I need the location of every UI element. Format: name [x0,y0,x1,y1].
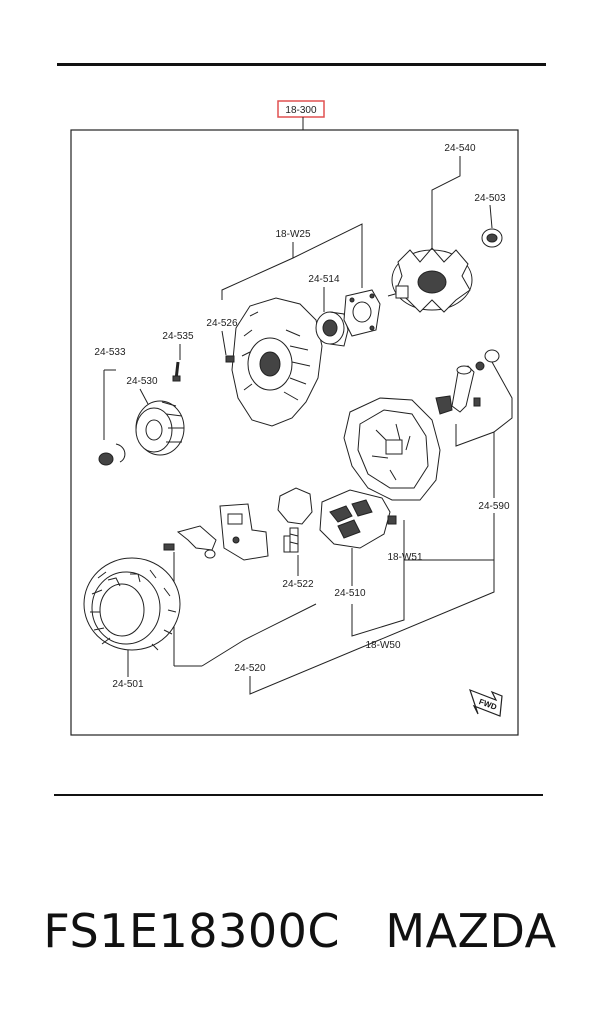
callout-18-W51[interactable]: 18-W51 [387,552,422,563]
callout-18-W25[interactable]: 18-W25 [275,229,310,240]
rectifier-24-510 [319,489,397,549]
callout-24-590[interactable]: 24-590 [478,501,510,512]
front-housing [231,297,323,427]
callout-24-533[interactable]: 24-533 [94,347,126,358]
fwd-arrow-icon: FWD [469,688,503,717]
callout-24-526[interactable]: 24-526 [206,318,238,329]
bearing-24-503 [481,228,503,248]
callout-24-501[interactable]: 24-501 [112,679,144,690]
diagram-frame [70,129,519,736]
regulator-plate-parts [163,503,269,561]
callout-24-530[interactable]: 24-530 [126,376,158,387]
callout-24-520[interactable]: 24-520 [234,663,266,674]
bottom-rule [54,794,543,796]
pulley-24-530 [135,400,185,456]
bearing-retainer-plate [343,289,381,337]
callout-24-540[interactable]: 24-540 [444,143,476,154]
rear-housing [343,397,441,501]
exploded-parts-diagram: 18-300 24-540 24-503 18-W25 24-514 [70,100,519,736]
top-rule [57,63,546,66]
brush-holder-parts [435,349,500,415]
footer-caption: FS1E18300C MAZDA [0,904,600,958]
callout-24-510[interactable]: 24-510 [334,588,366,599]
brush-holder-24-522 [277,487,313,553]
bearing-24-514 [315,311,349,347]
stator-24-501 [83,557,181,651]
pulley-nut [98,443,126,466]
assembly-number-box [277,100,325,118]
rotor-part [387,247,473,313]
part-number: FS1E18300C [43,904,340,958]
callout-24-503[interactable]: 24-503 [474,193,506,204]
brand-name: MAZDA [385,904,557,958]
through-bolt-24-535 [172,361,181,382]
callout-18-W50[interactable]: 18-W50 [365,640,400,651]
callout-24-522[interactable]: 24-522 [282,579,314,590]
callout-24-535[interactable]: 24-535 [162,331,194,342]
bolt-24-526 [225,355,235,363]
assembly-number[interactable]: 18-300 [285,105,317,116]
callout-24-514[interactable]: 24-514 [308,274,340,285]
